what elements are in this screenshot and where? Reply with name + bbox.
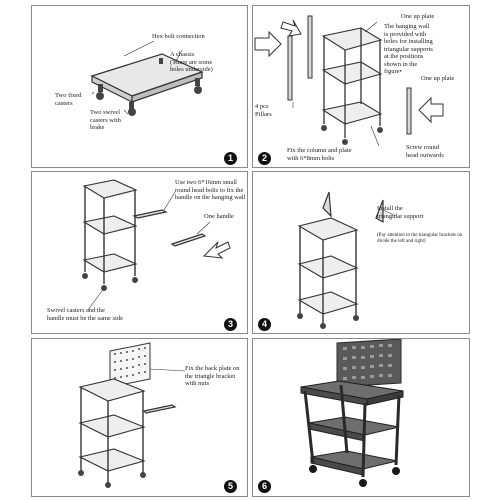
one-up-plate-top-label: One up plate (401, 13, 435, 20)
fixed-casters-label: Two fixed casters (55, 92, 82, 107)
finished-cart-illustration (300, 339, 404, 487)
step-number-2: 2 (258, 152, 271, 165)
step-number-1: 1 (224, 152, 237, 165)
hanging-wall-label: The hanging wall is provided with holes … (384, 23, 433, 75)
same-side-label: Swivel casters and the handle must be th… (47, 307, 123, 322)
step-5-panel: Fix the back plate on the triangle brack… (31, 338, 248, 497)
swivel-casters-label: Two swivel casters with brake (90, 109, 121, 131)
step-2-panel: One up plate The hanging wall is provide… (252, 5, 470, 168)
handle-install-illustration (82, 179, 231, 311)
one-up-plate-right-label: One up plate (421, 75, 455, 82)
step-4-panel: Install the triangular support (Pay atte… (252, 171, 470, 334)
use-bolts-label: Use two 6*16mm small round head bolts to… (175, 179, 246, 201)
finished-pegboard-holes (343, 344, 392, 380)
pegboard-holes (114, 347, 146, 379)
screw-round-label: Screw round head outwards (406, 144, 444, 159)
chassis-label: A chassis (There are some holes undersid… (170, 51, 213, 73)
step-number-3: 3 (224, 318, 237, 331)
step-number-4: 4 (258, 318, 271, 331)
step-1-panel: Hex bolt connection A chassis (There are… (31, 5, 248, 168)
chassis-illustration (90, 40, 204, 116)
step-3-panel: Use two 6*16mm small round head bolts to… (31, 171, 248, 334)
frame-assembly-illustration (254, 15, 444, 147)
pay-attention-label: (Pay attention to the triangular bracket… (377, 233, 463, 244)
hex-bolt-label: Hex bolt connection (152, 33, 205, 40)
back-plate-illustration (78, 342, 186, 488)
step-number-6: 6 (258, 480, 271, 493)
fix-back-label: Fix the back plate on the triangle brack… (185, 365, 240, 387)
step-6-panel: 6 (252, 338, 470, 497)
triangular-support-illustration (297, 191, 397, 329)
install-support-label: Install the triangular support (377, 205, 424, 220)
fix-columns-label: Fix the column and plate with 6*8mm bolt… (287, 147, 352, 162)
pillars-label: 4 pcs Pillars (255, 103, 272, 118)
step-number-5: 5 (224, 480, 237, 493)
one-handle-label: One handle (204, 213, 234, 220)
